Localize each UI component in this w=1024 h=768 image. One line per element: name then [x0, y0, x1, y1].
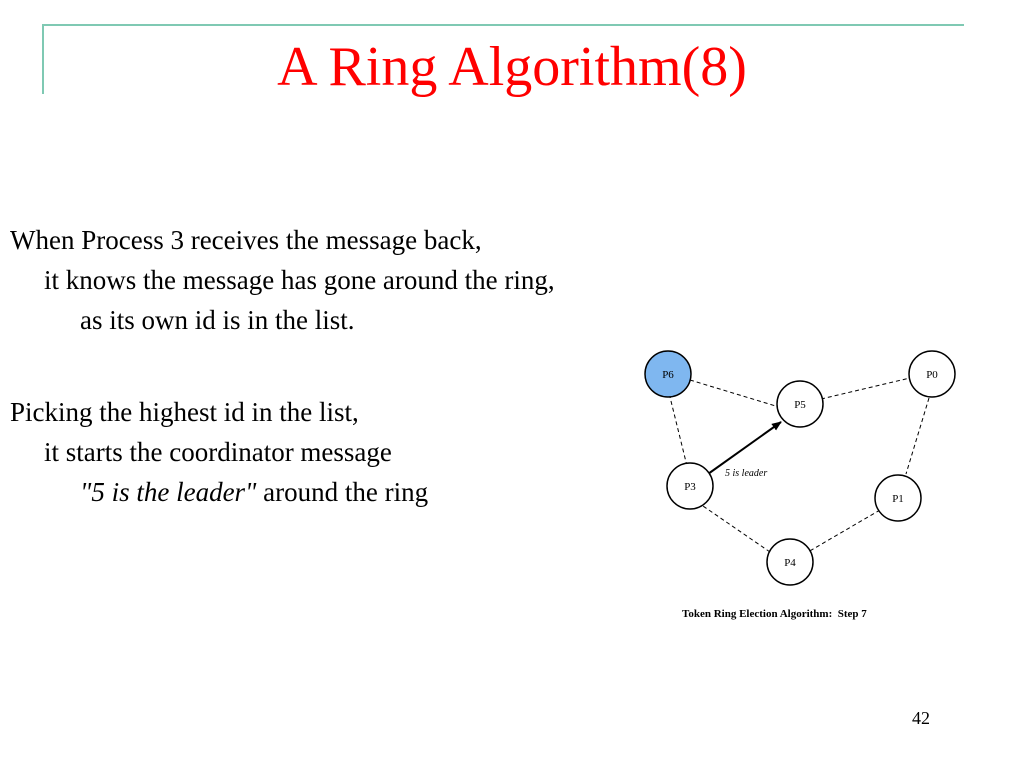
link-p1-p4 [807, 509, 881, 553]
leader-quote: "5 is the leader" [80, 477, 257, 507]
paragraph-1-line-1: When Process 3 receives the message back… [10, 225, 482, 255]
node-p5 [776, 380, 824, 428]
node-p0-label: P0 [926, 369, 938, 381]
paragraph-2-line-2: it starts the coordinator message [44, 437, 392, 467]
frame-top-line [42, 24, 964, 26]
paragraph-2-line-1: Picking the highest id in the list, [10, 397, 359, 427]
link-p0-p1 [905, 397, 930, 475]
node-p4-label: P4 [784, 557, 796, 569]
token-ring-diagram: P6 P5 P0 P3 P1 P4 5 is leader Token Ring… [644, 350, 956, 620]
ring-links [669, 377, 930, 553]
node-p0 [908, 350, 956, 398]
paragraph-2: Picking the highest id in the list, it s… [10, 392, 428, 512]
link-p6-p5 [689, 379, 780, 408]
link-p4-p3 [702, 505, 771, 553]
node-p5-label: P5 [794, 399, 806, 411]
node-p1-label: P1 [892, 493, 904, 505]
node-p6 [644, 350, 692, 398]
arrow-label: 5 is leader [725, 468, 767, 479]
paragraph-1-line-2: it knows the message has gone around the… [44, 265, 555, 295]
link-p3-p6 [669, 396, 688, 467]
paragraph-1-line-3: as its own id is in the list. [80, 305, 355, 335]
diagram-caption: Token Ring Election Algorithm: Step 7 [682, 608, 867, 620]
node-p3 [666, 462, 714, 510]
node-p3-label: P3 [684, 481, 696, 493]
node-p6-label: P6 [662, 369, 674, 381]
node-p1 [874, 474, 922, 522]
frame-left-line [42, 24, 44, 94]
paragraph-1: When Process 3 receives the message back… [10, 220, 555, 340]
slide-title: A Ring Algorithm(8) [277, 36, 747, 98]
paragraph-2-line-3-rest: around the ring [256, 477, 429, 507]
page-number: 42 [912, 708, 930, 728]
link-p5-p0 [820, 377, 911, 400]
leader-message-arrow [707, 421, 782, 475]
node-p4 [766, 538, 814, 586]
paragraph-2-line-3: "5 is the leader" around the ring [10, 472, 428, 512]
